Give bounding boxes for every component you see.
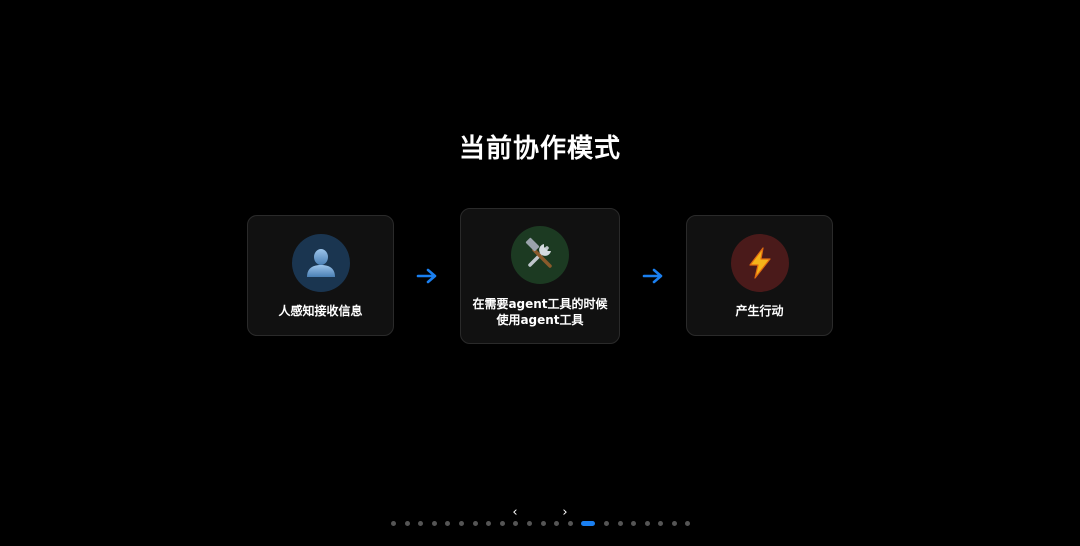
pager-dot[interactable] <box>603 520 609 526</box>
hammer-and-wrench-icon <box>511 226 569 284</box>
next-slide-button[interactable]: › <box>562 505 568 520</box>
pager-dot[interactable] <box>472 520 478 526</box>
step-label: 人感知接收信息 <box>278 304 363 318</box>
step-card-act: 产生行动 <box>686 215 833 336</box>
pager-dot[interactable] <box>391 520 396 526</box>
pager-dot[interactable] <box>685 520 691 526</box>
pager-dots <box>391 520 699 526</box>
arrow-right-icon <box>642 268 663 284</box>
pager-dot[interactable] <box>431 520 437 526</box>
pager-dot[interactable] <box>499 520 505 526</box>
pager-dot-active[interactable] <box>581 520 596 526</box>
pager-dot[interactable] <box>554 520 560 526</box>
slide-pager: ‹ › <box>0 506 1080 536</box>
pager-dot[interactable] <box>631 520 637 526</box>
pager-dot[interactable] <box>513 520 519 526</box>
pager-dot[interactable] <box>567 520 573 526</box>
pager-dot[interactable] <box>658 520 664 526</box>
step-label: 在需要agent工具的时候 使用agent工具 <box>472 297 608 327</box>
step-label: 产生行动 <box>735 304 784 318</box>
lightning-bolt-icon <box>730 234 789 292</box>
pager-dot[interactable] <box>671 520 677 526</box>
prev-slide-button[interactable]: ‹ <box>512 505 518 520</box>
arrow-right-icon <box>416 268 437 284</box>
pager-dot[interactable] <box>617 520 623 526</box>
pager-dot[interactable] <box>445 520 451 526</box>
pager-dot[interactable] <box>418 520 424 526</box>
pager-dot[interactable] <box>486 520 492 526</box>
slide-title: 当前协作模式 <box>458 134 621 164</box>
pager-dot[interactable] <box>526 520 532 526</box>
person-silhouette-icon <box>291 234 350 292</box>
pager-dot[interactable] <box>458 520 464 526</box>
step-card-perceive: 人感知接收信息 <box>247 215 394 336</box>
pager-dot[interactable] <box>540 520 546 526</box>
step-card-use-tool: 在需要agent工具的时候 使用agent工具 <box>460 208 620 344</box>
pager-dot[interactable] <box>644 520 650 526</box>
pager-dot[interactable] <box>404 520 410 526</box>
